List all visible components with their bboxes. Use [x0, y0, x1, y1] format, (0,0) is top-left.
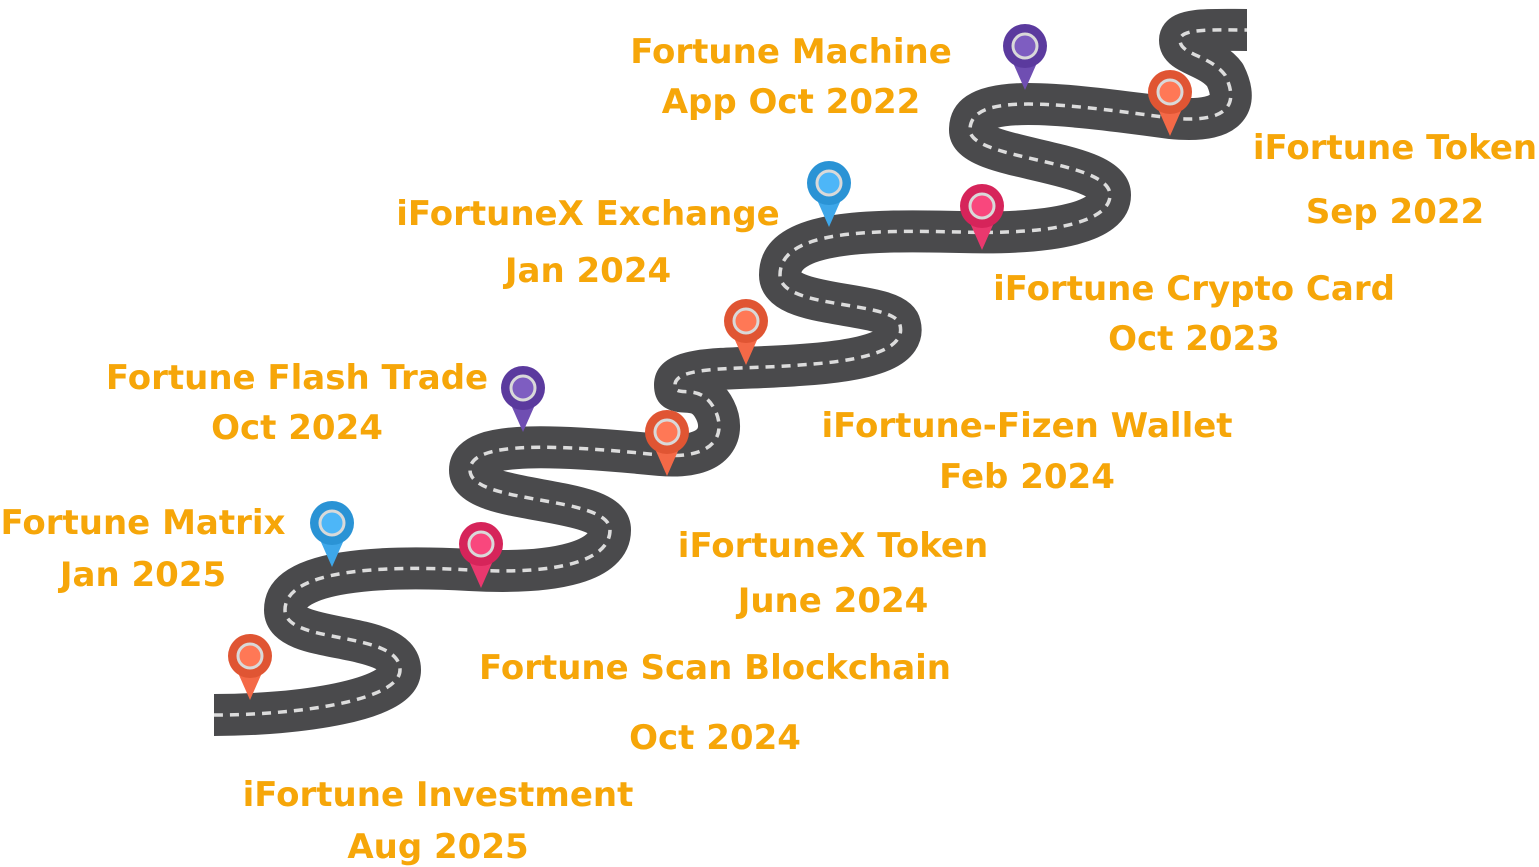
location-pin-icon [459, 522, 503, 588]
location-pin-icon [1003, 24, 1047, 90]
milestone-date: Aug 2025 [347, 827, 529, 867]
location-pin-icon [960, 184, 1004, 250]
milestone-title: iFortune Token [1252, 128, 1538, 168]
milestone-date: Sep 2022 [1305, 192, 1485, 232]
road-center-line [213, 28, 1248, 717]
location-pin-icon [807, 161, 851, 227]
milestone-title: iFortune Investment [242, 775, 634, 815]
location-pin-icon [501, 366, 545, 432]
milestone-title: Fortune Machine [630, 32, 952, 72]
milestone-date: App Oct 2022 [661, 82, 921, 122]
milestone-title: Fortune Flash Trade [105, 358, 489, 398]
milestone-title: iFortuneX Token [677, 526, 989, 566]
location-pin-icon [310, 501, 354, 567]
milestone-date: Oct 2024 [629, 718, 801, 758]
milestone-date: Oct 2024 [211, 408, 383, 448]
location-pin-icon [1148, 70, 1192, 136]
milestone-date: Oct 2023 [1108, 319, 1280, 359]
milestone-title: iFortune Crypto Card [993, 269, 1395, 309]
milestone-date: June 2024 [737, 581, 929, 621]
milestone-date: Feb 2024 [939, 457, 1115, 497]
milestone-title: Fortune Scan Blockchain [478, 648, 952, 688]
location-pin-icon [724, 299, 768, 365]
milestone-pins [228, 24, 1192, 700]
milestone-title: iFortuneX Exchange [396, 194, 780, 234]
milestone-title: iFortune-Fizen Wallet [821, 406, 1233, 446]
milestone-title: Fortune Matrix [0, 503, 286, 543]
milestone-date: Jan 2025 [59, 555, 227, 595]
location-pin-icon [228, 634, 272, 700]
location-pin-icon [645, 410, 689, 476]
milestone-date: Jan 2024 [504, 251, 672, 291]
